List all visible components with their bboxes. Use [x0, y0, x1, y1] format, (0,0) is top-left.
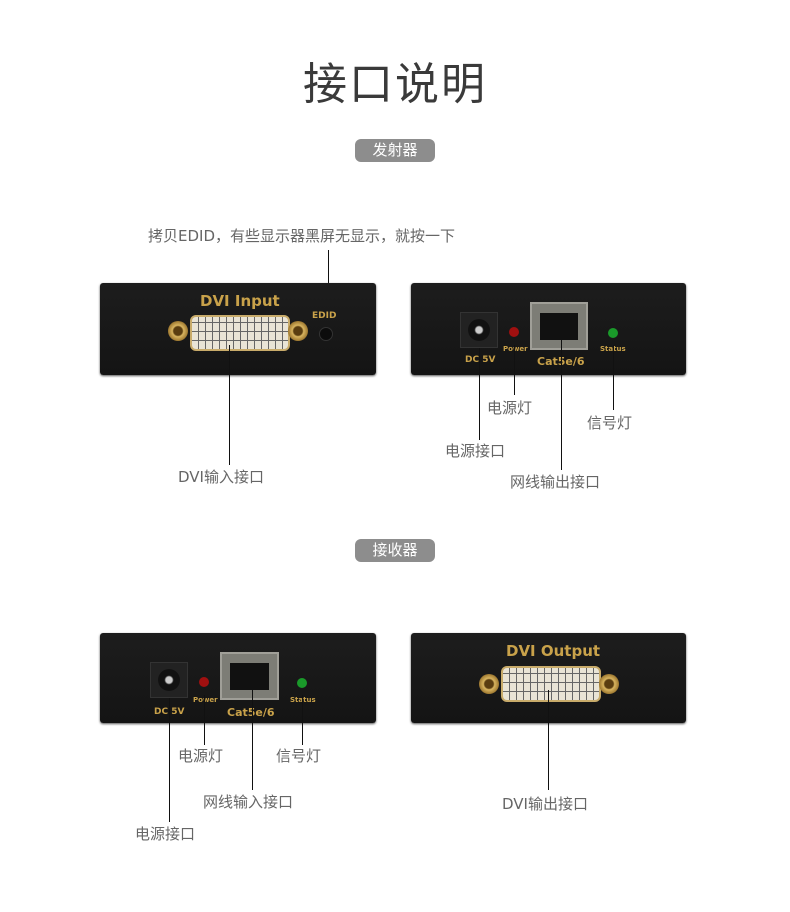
dvi-output-label: DVI Output: [506, 642, 601, 660]
cat-label: Cat5e/6: [537, 355, 585, 368]
transmitter-rear-panel: DC 5V Power Cat5e/6 Status: [411, 283, 686, 375]
dvi-port: [190, 315, 290, 351]
power-port-callout: 电源接口: [445, 442, 506, 460]
net-input-callout: 网线输入接口: [203, 793, 294, 811]
screw-icon: [599, 674, 619, 694]
callout-line: [169, 698, 170, 822]
callout-line: [204, 695, 205, 745]
transmitter-front-panel: DVI Input EDID: [100, 283, 376, 375]
edid-button[interactable]: [319, 327, 333, 341]
signal-led-callout: 信号灯: [276, 747, 322, 765]
dvi-input-label: DVI Input: [200, 292, 280, 310]
screw-icon: [288, 321, 308, 341]
dc-label: DC 5V: [465, 355, 496, 365]
callout-line: [252, 690, 253, 790]
receiver-rear-panel: DC 5V Power Cat5e/6 Status: [100, 633, 376, 723]
callout-line: [479, 348, 480, 440]
receiver-front-panel: DVI Output: [411, 633, 686, 723]
power-led: [509, 327, 519, 337]
callout-line: [514, 345, 515, 395]
power-label: Power: [503, 345, 528, 353]
edid-note: 拷贝EDID，有些显示器黑屏无显示，就按一下: [148, 227, 456, 245]
receiver-badge: 接收器: [355, 539, 435, 562]
callout-line: [561, 340, 562, 470]
dc-jack: [460, 312, 498, 348]
net-output-callout: 网线输出接口: [510, 473, 601, 491]
callout-line: [613, 345, 614, 410]
dvi-output-callout: DVI输出接口: [502, 795, 588, 813]
cat-label: Cat5e/6: [227, 706, 275, 719]
status-label: Status: [600, 345, 626, 353]
status-led: [297, 678, 307, 688]
status-led: [608, 328, 618, 338]
page-title: 接口说明: [303, 59, 487, 110]
power-led: [199, 677, 209, 687]
edid-label: EDID: [312, 311, 337, 321]
dvi-input-callout: DVI输入接口: [178, 468, 264, 486]
screw-icon: [168, 321, 188, 341]
power-port-callout: 电源接口: [135, 825, 196, 843]
signal-led-callout: 信号灯: [587, 414, 633, 432]
callout-line: [229, 345, 230, 465]
power-led-callout: 电源灯: [487, 399, 533, 417]
callout-line: [302, 695, 303, 745]
dvi-port: [501, 666, 601, 702]
transmitter-badge: 发射器: [355, 139, 435, 162]
screw-icon: [479, 674, 499, 694]
power-label: Power: [193, 696, 218, 704]
rj45-port: [530, 302, 588, 350]
rj45-port: [220, 652, 279, 700]
power-led-callout: 电源灯: [178, 747, 224, 765]
callout-line: [548, 690, 549, 790]
dc-jack: [150, 662, 188, 698]
